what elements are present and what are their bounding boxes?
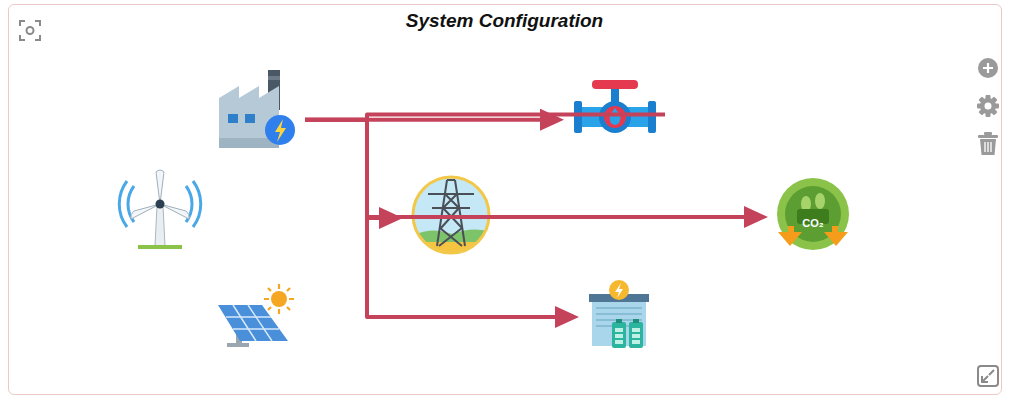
add-icon bbox=[978, 58, 998, 78]
battery-storage-icon bbox=[589, 280, 649, 348]
carbon-reduction-icon bbox=[777, 178, 849, 250]
panel-card bbox=[8, 4, 1002, 395]
node-label: CO₂ bbox=[802, 217, 823, 229]
solar-panel-icon bbox=[218, 284, 294, 347]
flow-arrow bbox=[305, 120, 383, 218]
settings-icon bbox=[977, 95, 999, 117]
carbon-node: CO₂ bbox=[776, 177, 850, 251]
flow-arrow bbox=[367, 115, 748, 217]
solar-node bbox=[216, 282, 300, 350]
diagram-title: System Configuration bbox=[0, 10, 1009, 32]
power-plant-icon bbox=[219, 70, 295, 148]
expand-icon bbox=[978, 366, 998, 386]
pipe-valve-icon bbox=[574, 80, 656, 133]
power-plant-node bbox=[216, 68, 298, 150]
focus-icon bbox=[20, 21, 40, 40]
wind-turbine-icon bbox=[119, 170, 201, 249]
delete-icon bbox=[978, 132, 998, 155]
power-grid-node bbox=[411, 175, 491, 255]
storage-node bbox=[587, 278, 653, 350]
wind-turbine-node bbox=[122, 168, 198, 252]
pipeline-node bbox=[572, 78, 658, 136]
